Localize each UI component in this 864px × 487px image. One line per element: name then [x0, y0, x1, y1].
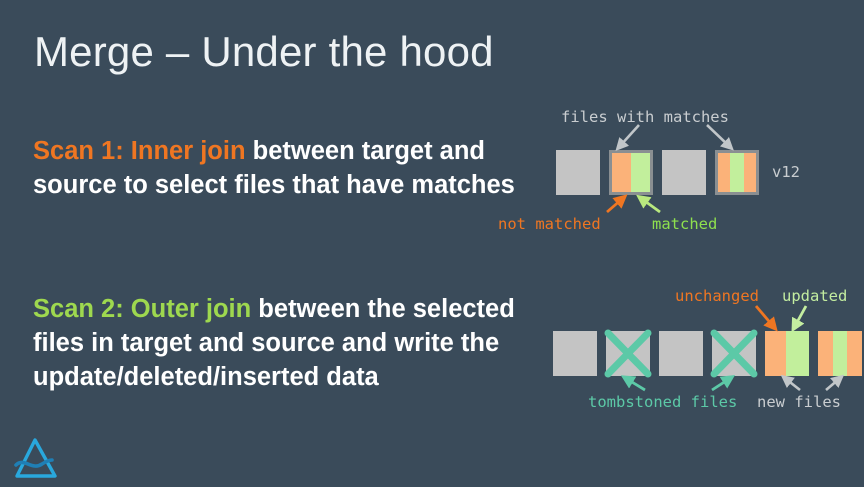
top-file-block-1 [556, 150, 600, 195]
logo-wave [14, 458, 54, 468]
segment-green [785, 331, 809, 376]
segment-orange [718, 153, 731, 192]
scan1-paragraph: Scan 1: Inner join between target and so… [33, 134, 538, 202]
scan2-rest: between the selected files in target and… [33, 295, 515, 391]
bottom-file-block-2 [606, 331, 650, 376]
segment-orange [847, 331, 862, 376]
top-file-block-3 [662, 150, 706, 195]
segment-green [631, 153, 650, 192]
bottom-file-block-6 [818, 331, 862, 376]
logo-triangle-outline [15, 438, 57, 478]
top-file-block-2 [609, 150, 653, 195]
segment-gray [606, 331, 650, 376]
tombstoned-files-label: tombstoned files [588, 393, 738, 411]
delta-lake-logo [14, 438, 57, 478]
segment-green [832, 331, 848, 376]
new-files-label: new files [757, 393, 841, 411]
scan1-rest: between target and source to select file… [33, 137, 515, 199]
unchanged-label: unchanged [675, 287, 759, 305]
version-label: v12 [772, 163, 800, 181]
bottom-file-block-5 [765, 331, 809, 376]
bottom-file-block-1 [553, 331, 597, 376]
matched-label: matched [652, 215, 718, 233]
scan1-highlight: Scan 1: Inner join [33, 137, 246, 165]
segment-orange [612, 153, 631, 192]
segment-gray [662, 150, 706, 195]
not-matched-label: not matched [498, 215, 601, 233]
segment-gray [659, 331, 703, 376]
diagram-scan1: files with matches v12 not matched match… [498, 108, 800, 233]
segment-gray [553, 331, 597, 376]
updated-label: updated [782, 287, 848, 305]
segment-orange [743, 153, 756, 192]
files-with-matches-caption: files with matches [561, 108, 729, 126]
segment-orange [765, 331, 786, 376]
scan2-paragraph: Scan 2: Outer join between the selected … [33, 292, 538, 394]
bottom-file-block-3 [659, 331, 703, 376]
segment-orange [818, 331, 833, 376]
top-file-block-4 [715, 150, 759, 195]
page-title: Merge – Under the hood [34, 28, 494, 75]
bottom-file-block-4 [712, 331, 756, 376]
segment-gray [556, 150, 600, 195]
segment-gray [712, 331, 756, 376]
scan2-highlight: Scan 2: Outer join [33, 295, 252, 323]
segment-green [730, 153, 744, 192]
